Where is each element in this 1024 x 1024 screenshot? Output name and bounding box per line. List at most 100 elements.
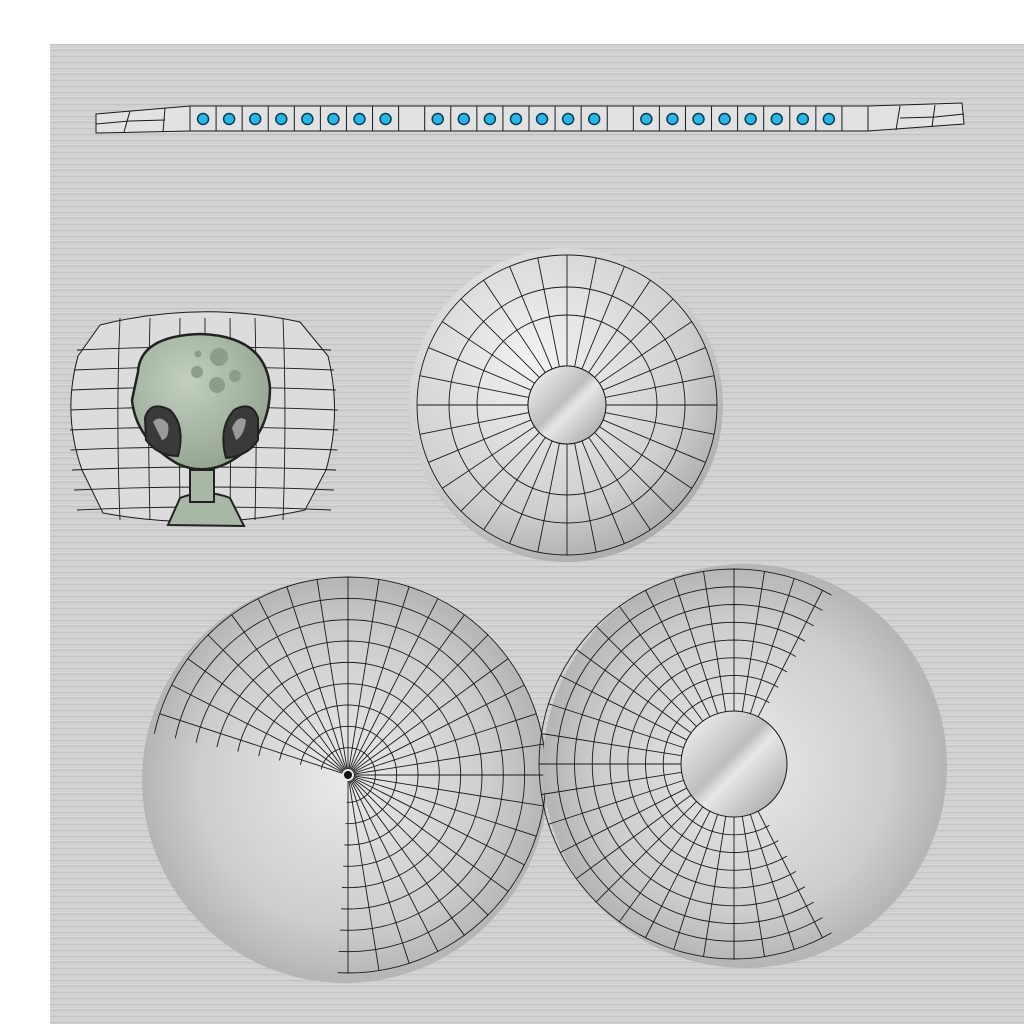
wire-spoke	[348, 780, 380, 971]
top-cap-disc	[409, 248, 723, 562]
wire-spoke	[349, 780, 410, 964]
rivet	[483, 112, 497, 126]
wire-spoke	[645, 590, 711, 717]
wire-spoke	[159, 713, 343, 774]
wire-spoke	[619, 806, 704, 923]
wire-spoke	[350, 598, 439, 770]
wire-spoke	[673, 578, 719, 714]
rivet	[353, 112, 366, 126]
strip-cell-edge	[162, 107, 166, 133]
wire-spoke	[257, 598, 346, 770]
wire-spoke	[595, 625, 697, 727]
wire-ring	[153, 576, 547, 974]
wire-spoke	[703, 571, 727, 712]
wire-spoke	[574, 443, 597, 553]
rivet	[692, 112, 705, 126]
wire-spoke	[560, 787, 687, 853]
wire-spoke	[548, 703, 684, 749]
wire-ring	[258, 683, 440, 867]
wire-spoke	[703, 816, 727, 957]
wire-spoke	[749, 578, 795, 714]
rivet-row	[196, 112, 836, 126]
wire-ring	[320, 747, 376, 803]
rivet	[796, 112, 810, 126]
rivet	[248, 112, 262, 126]
wire-spoke	[353, 775, 544, 807]
wire-spoke	[605, 375, 715, 398]
wire-spoke	[509, 266, 553, 370]
wire-ring	[279, 704, 419, 846]
strip-cell-edge	[931, 104, 936, 128]
wire-spoke	[757, 811, 823, 938]
wire-col	[117, 317, 121, 521]
wire-spoke	[351, 614, 465, 771]
wire-spoke	[207, 634, 345, 772]
wire-spoke	[348, 579, 380, 770]
alien-face-decal	[69, 311, 339, 528]
dome-right-hub	[680, 710, 788, 818]
dome-left-wire	[153, 576, 547, 974]
wire-spoke	[537, 257, 560, 367]
wire-spoke	[231, 614, 345, 771]
rivet	[275, 112, 288, 126]
rivet	[222, 112, 236, 126]
wire-spoke	[353, 743, 544, 775]
wire-spoke	[419, 412, 529, 435]
wire-spoke	[673, 814, 719, 950]
wire-ring	[216, 640, 483, 910]
rivet	[379, 112, 392, 126]
wire-spoke	[187, 658, 344, 772]
wire-ring	[237, 661, 462, 889]
wire-spoke	[286, 586, 347, 770]
wire-spoke	[350, 780, 439, 952]
rivet	[457, 112, 471, 126]
wire-ring	[195, 619, 504, 931]
rivet	[327, 112, 340, 126]
wire-spoke	[428, 419, 532, 463]
wire-spoke	[581, 266, 625, 370]
wire-spoke	[352, 778, 509, 892]
wire-ring	[299, 725, 398, 825]
wire-spoke	[353, 777, 525, 866]
wire-spoke	[316, 579, 348, 770]
rivet	[587, 112, 601, 126]
wire-spoke	[353, 776, 537, 837]
wire-spoke	[351, 779, 465, 936]
wire-spoke	[575, 649, 692, 734]
wire-spoke	[645, 811, 711, 938]
wire-spoke	[581, 440, 625, 544]
wire-spoke	[599, 426, 692, 489]
wire-spoke	[548, 779, 684, 825]
wire-spoke	[428, 347, 532, 391]
wire-spoke	[349, 586, 410, 770]
wire-spoke	[351, 634, 489, 772]
rivet	[640, 112, 653, 126]
wire-spoke	[741, 816, 765, 957]
top-cap-hub	[527, 365, 607, 445]
wire-spoke	[602, 419, 706, 463]
rivet	[770, 112, 783, 126]
rivet	[822, 112, 836, 126]
wire-spoke	[442, 426, 535, 489]
wire-spoke	[483, 280, 546, 373]
dome-left	[142, 576, 548, 983]
rivet	[744, 112, 757, 126]
wire-spoke	[599, 321, 692, 384]
wire-spoke	[588, 437, 651, 530]
wire-spoke	[602, 347, 706, 391]
dome-right	[538, 564, 947, 968]
rim-strip-wire	[123, 104, 936, 133]
rim-strip	[95, 102, 965, 134]
wire-spoke	[594, 432, 674, 512]
rivet	[301, 112, 314, 126]
wire-spoke	[560, 675, 687, 741]
wire-spoke	[353, 713, 537, 774]
wire-spoke	[353, 684, 525, 773]
wire-col	[282, 317, 286, 521]
rivet	[509, 112, 523, 126]
wire-spoke	[460, 298, 540, 378]
wire-spoke	[419, 375, 529, 398]
rivet	[196, 112, 210, 126]
wire-spoke	[541, 733, 682, 757]
